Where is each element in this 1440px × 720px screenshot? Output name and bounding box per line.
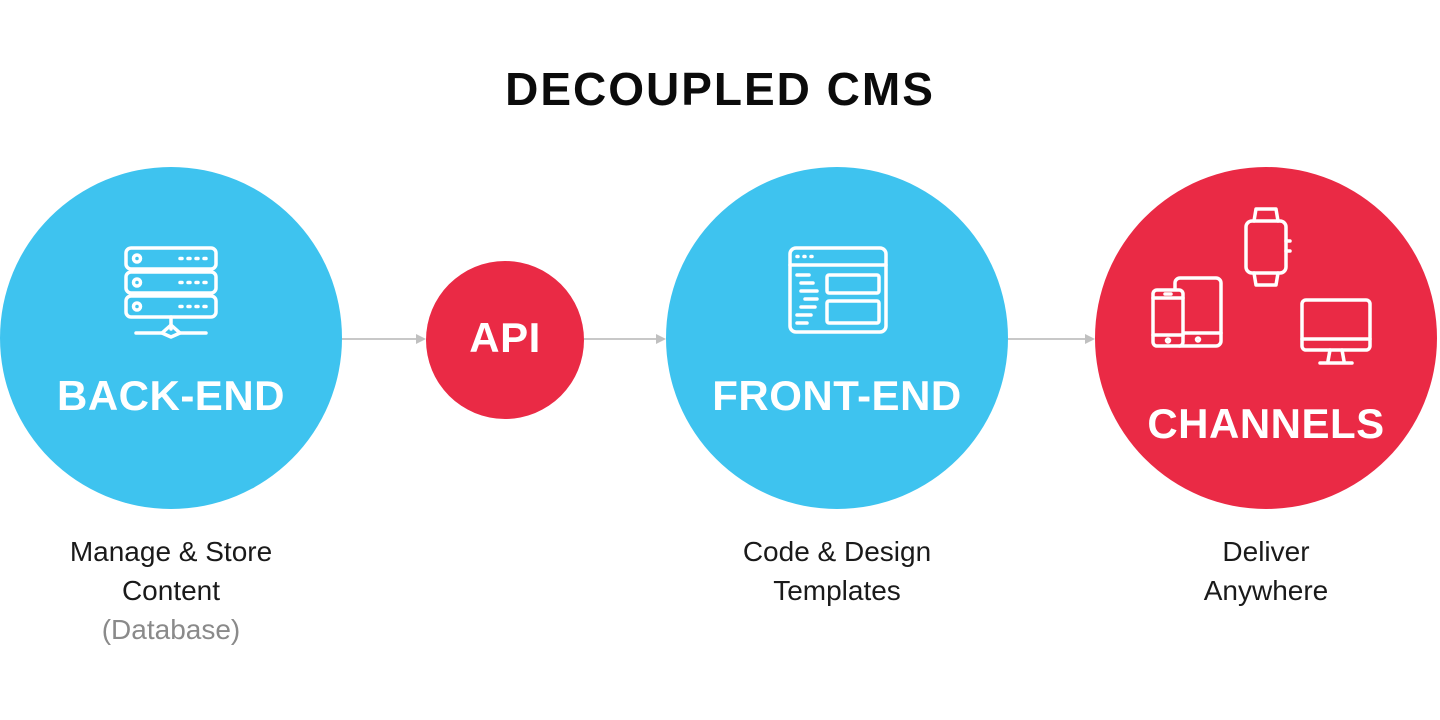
frontend-label: FRONT-END — [712, 372, 962, 419]
frontend-caption: Code & Design Templates — [672, 532, 1002, 610]
backend-caption-line1: Manage & Store — [69, 536, 273, 567]
channels-label: CHANNELS — [1147, 400, 1385, 447]
channels-caption-line1: Deliver — [1222, 536, 1310, 567]
arrow-api-to-frontend — [584, 334, 666, 344]
backend-caption: Manage & Store Content (Database) — [6, 532, 336, 649]
monitor-icon — [1300, 298, 1372, 365]
backend-node: BACK-END — [0, 167, 342, 509]
channels-node: CHANNELS — [1095, 167, 1437, 509]
api-label: API — [469, 314, 541, 361]
smartwatch-icon — [1244, 207, 1292, 287]
backend-caption-sub: (Database) — [101, 614, 241, 645]
backend-caption-line2: Content — [121, 575, 221, 606]
arrow-backend-to-api — [342, 334, 426, 344]
channels-caption-line2: Anywhere — [1203, 575, 1329, 606]
frontend-node: FRONT-END — [666, 167, 1008, 509]
api-node: API — [426, 261, 584, 419]
channels-caption: Deliver Anywhere — [1101, 532, 1431, 610]
frontend-caption-line1: Code & Design — [742, 536, 932, 567]
tablet-phone-icon — [1151, 276, 1223, 348]
frontend-caption-line2: Templates — [773, 575, 901, 606]
diagram-title: DECOUPLED CMS — [505, 63, 935, 115]
server-icon — [124, 246, 218, 339]
backend-label: BACK-END — [57, 372, 285, 419]
arrow-frontend-to-channels — [1008, 334, 1095, 344]
code-template-icon — [788, 246, 888, 334]
